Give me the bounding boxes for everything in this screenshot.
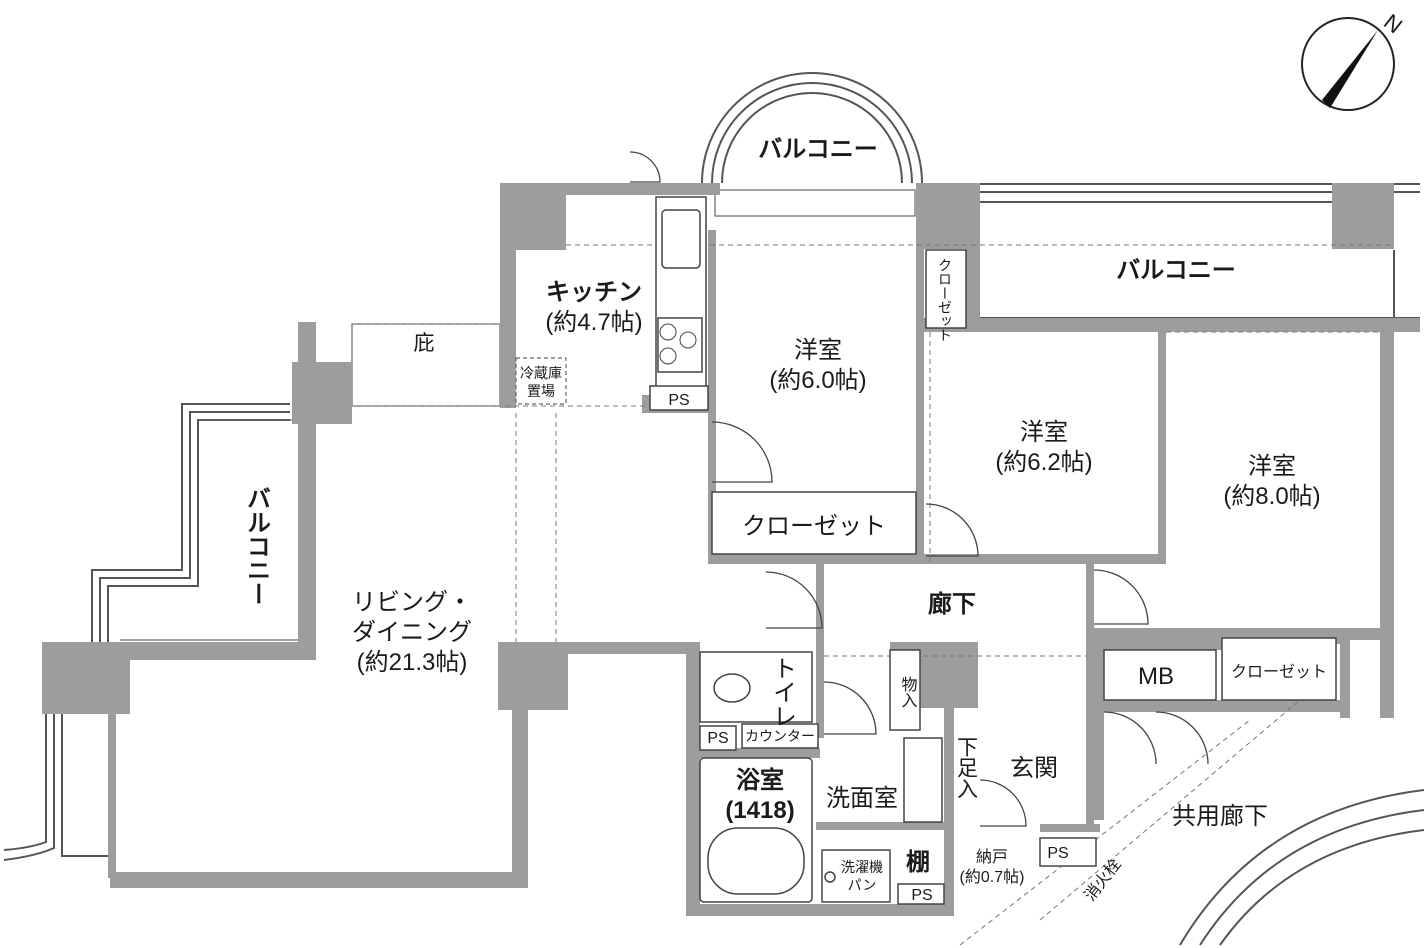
ps-label-entrance: PS [1047, 845, 1068, 862]
balcony-left-label: バルコニー [243, 486, 270, 606]
compass-needle-icon [1322, 30, 1378, 108]
closet-boxes [711, 249, 1337, 701]
bath-size: (1418) [725, 797, 794, 824]
washer-label-1: 洗濯機 [841, 859, 883, 875]
balcony-right-label: バルコニー [1116, 257, 1236, 284]
entrance-label: 玄関 [1010, 755, 1058, 782]
kitchen-label: キッチン [546, 279, 642, 306]
nando-size: (約0.7帖) [960, 868, 1025, 886]
ps-label-wash: PS [911, 887, 932, 904]
shelf-label: 棚 [906, 848, 930, 876]
fridge-label-2: 置場 [527, 383, 555, 399]
corridor-label: 廊下 [928, 590, 976, 618]
washroom-label: 洗面室 [826, 785, 898, 812]
compass: N [1301, 9, 1407, 111]
ps-label-toilet: PS [707, 730, 728, 747]
western-b-size: (約6.2帖) [995, 449, 1092, 476]
washer-label-2: パン [848, 877, 877, 893]
bathtub-icon [707, 827, 805, 895]
balcony-outlines [3, 72, 1420, 861]
living-size: (約21.3帖) [357, 649, 468, 676]
living-label-2: ダイニング [352, 619, 472, 646]
western-c-label: 洋室 [1248, 453, 1296, 480]
common-corridor-label: 共用廊下 [1172, 803, 1268, 830]
ps-label-kitchen: PS [668, 392, 689, 409]
bath-label: 浴室 [736, 766, 784, 794]
western-c-size: (約8.0帖) [1223, 483, 1320, 510]
western-a-label: 洋室 [794, 337, 842, 364]
closet-c-label: クローゼット [1231, 663, 1327, 681]
western-a-size: (約6.0帖) [769, 367, 866, 394]
labels: バルコニー バルコニー バルコニー キッチン (約4.7帖) 冷蔵庫 置場 庇 … [243, 136, 1328, 904]
kitchen-fixtures [515, 196, 709, 411]
western-b-label: 洋室 [1020, 419, 1068, 446]
storage-small-label: 物入 [899, 676, 918, 708]
counter-label: カウンター [745, 728, 815, 744]
sink-icon [661, 209, 701, 269]
doors [629, 151, 1209, 827]
balcony-top-label: バルコニー [758, 136, 878, 163]
toilet-label: トイレ [769, 656, 796, 728]
wet-fixtures [699, 649, 1097, 905]
shoe-storage-label: 下足入 [955, 736, 979, 799]
kitchen-size: (約4.7帖) [545, 309, 642, 336]
fridge-label-1: 冷蔵庫 [520, 365, 562, 381]
stove-icon [657, 317, 703, 373]
eave-label: 庇 [414, 332, 435, 355]
closet-a-label: クローゼット [742, 513, 886, 540]
closet-vertical-label: クローゼット [937, 258, 953, 342]
common-corridor-curves [1179, 789, 1424, 946]
nando-label: 納戸 [976, 848, 1008, 866]
living-label-1: リビング・ [352, 589, 472, 616]
toilet-icon [713, 673, 751, 703]
mb-label: MB [1138, 663, 1174, 690]
